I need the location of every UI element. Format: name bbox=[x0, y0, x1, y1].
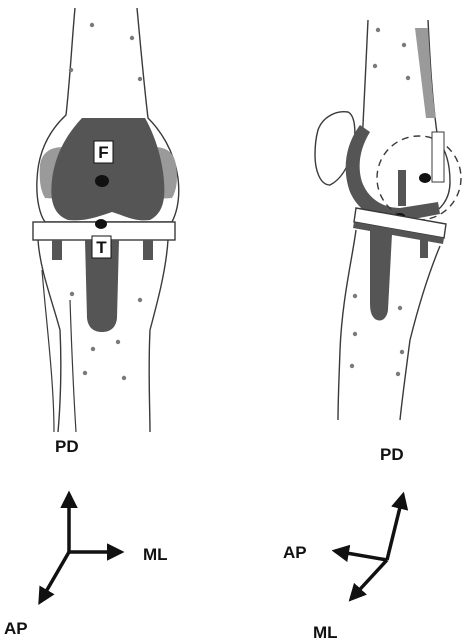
lateral-tibial-peg bbox=[420, 240, 428, 258]
femur-center-point bbox=[95, 175, 109, 187]
femoral-peg bbox=[398, 170, 406, 206]
femur-label: F bbox=[98, 143, 108, 162]
right-ml-axis-arrow bbox=[351, 560, 387, 599]
lateral-view bbox=[315, 20, 461, 420]
tibia-label: T bbox=[96, 238, 107, 257]
left-pd-label: PD bbox=[55, 437, 79, 456]
lateral-femur-center-point bbox=[419, 173, 431, 183]
right-ap-axis-arrow bbox=[335, 551, 387, 560]
right-ml-label: ML bbox=[313, 623, 338, 642]
tibial-peg-right bbox=[143, 240, 153, 260]
axes-left bbox=[40, 494, 121, 602]
lateral-tibial-stem bbox=[370, 230, 392, 321]
right-pd-axis-arrow bbox=[387, 495, 403, 560]
tibia-center-point bbox=[95, 219, 107, 229]
left-ml-label: ML bbox=[143, 545, 168, 564]
axes-right bbox=[335, 495, 403, 599]
right-ap-label: AP bbox=[283, 543, 307, 562]
right-pd-label: PD bbox=[380, 445, 404, 464]
left-ap-axis-arrow bbox=[40, 552, 69, 602]
tibial-peg-left bbox=[52, 240, 62, 260]
lateral-femur-shade bbox=[415, 28, 436, 118]
left-ap-label: AP bbox=[4, 619, 28, 638]
anterior-view: F T bbox=[33, 8, 179, 432]
femoral-box bbox=[432, 132, 444, 182]
